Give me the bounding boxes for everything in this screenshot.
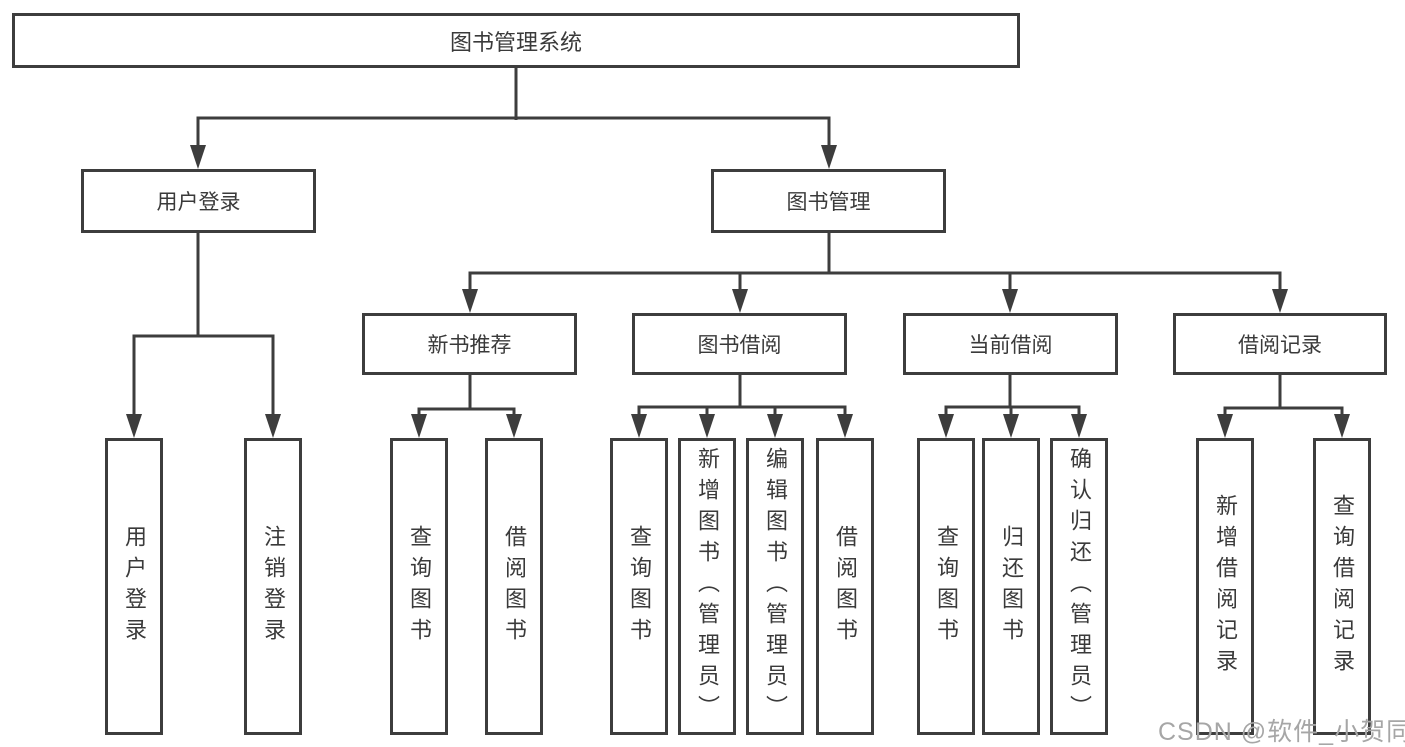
leaf-user-login: 用户登录 xyxy=(105,438,163,735)
leaf-newbook-query-books: 查询图书 xyxy=(390,438,448,735)
node-book-management: 图书管理 xyxy=(711,169,946,233)
leaf-current-query-books: 查询图书 xyxy=(917,438,975,735)
node-new-book-recommend: 新书推荐 xyxy=(362,313,577,375)
node-borrow-record: 借阅记录 xyxy=(1173,313,1387,375)
node-root: 图书管理系统 xyxy=(12,13,1020,68)
leaf-record-add-borrow-record: 新增借阅记录 xyxy=(1196,438,1254,735)
leaf-borrow-edit-books-admin: 编辑图书（管理员） xyxy=(746,438,804,735)
node-book-borrow: 图书借阅 xyxy=(632,313,847,375)
leaf-current-return-books: 归还图书 xyxy=(982,438,1040,735)
leaf-current-confirm-return-admin: 确认归还（管理员） xyxy=(1050,438,1108,735)
node-current-borrow: 当前借阅 xyxy=(903,313,1118,375)
leaf-borrow-add-books-admin: 新增图书（管理员） xyxy=(678,438,736,735)
csdn-watermark: CSDN @软件_小贺同学 xyxy=(1158,718,1405,746)
leaf-newbook-borrow-books: 借阅图书 xyxy=(485,438,543,735)
leaf-record-query-borrow-record: 查询借阅记录 xyxy=(1313,438,1371,735)
leaf-borrow-query-books: 查询图书 xyxy=(610,438,668,735)
leaf-logout: 注销登录 xyxy=(244,438,302,735)
leaf-borrow-borrow-books: 借阅图书 xyxy=(816,438,874,735)
node-user-login: 用户登录 xyxy=(81,169,316,233)
